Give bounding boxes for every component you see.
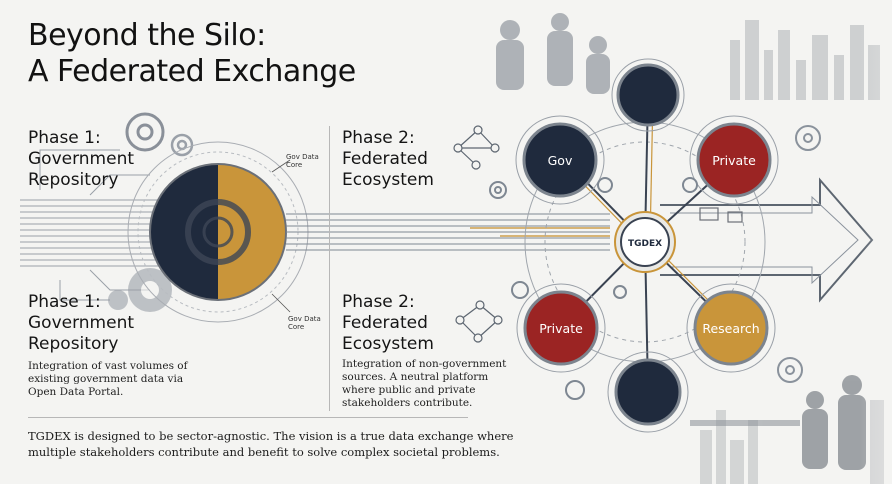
- phase2-description: Integration of non-government sources. A…: [342, 358, 506, 410]
- phase2-desc-line2: sources. A neutral platform: [342, 371, 489, 383]
- gov-core-label-top-line2: Core: [286, 161, 303, 169]
- gov-core-label-top: Gov Data Core: [286, 153, 319, 169]
- people-silhouette-top: [496, 13, 610, 94]
- footer-line2: multiple stakeholders contribute and ben…: [28, 445, 500, 459]
- data-flow-lines: [286, 213, 610, 251]
- phase2-header-line1: Phase 2:: [342, 128, 415, 148]
- phase2-detail-line1: Phase 2:: [342, 292, 415, 312]
- footer-text: TGDEX is designed to be sector-agnostic.…: [28, 428, 513, 460]
- phase1-header-line2: Government: [28, 149, 135, 169]
- people-silhouette-bottom: [690, 375, 866, 470]
- footer-line1: TGDEX is designed to be sector-agnostic.…: [28, 429, 514, 443]
- node-private-bottom-label: Private: [539, 321, 583, 336]
- tgdex-hub: [614, 211, 676, 273]
- gov-core-label-bottom-line2: Core: [288, 323, 305, 331]
- gov-core-label-top-line1: Gov Data: [286, 153, 319, 161]
- gov-core-leader-top: [271, 159, 291, 173]
- node-gov: [515, 115, 605, 205]
- gear-icon-mid: [489, 177, 698, 400]
- title-line-2: A Federated Exchange: [28, 54, 356, 89]
- phase2-header-line2: Federated: [342, 149, 428, 169]
- node-gov-label: Gov: [548, 153, 573, 168]
- phase2-header: Phase 2: Federated Ecosystem: [342, 128, 434, 191]
- phase1-detail-heading: Phase 1: Government Repository: [28, 292, 134, 355]
- node-research-label: Research: [702, 321, 759, 336]
- network-icon: [453, 125, 500, 170]
- phase2-desc-line1: Integration of non-government: [342, 358, 507, 370]
- title-line-1: Beyond the Silo:: [28, 18, 266, 53]
- hub-label: TGDEX: [628, 239, 662, 249]
- phase1-desc-line3: Open Data Portal.: [28, 386, 124, 398]
- node-bottom-navy: [607, 351, 689, 433]
- database-icon: [699, 207, 719, 221]
- phase2-desc-line4: stakeholders contribute.: [342, 397, 473, 409]
- phase2-header-line3: Ecosystem: [342, 170, 434, 190]
- phase1-desc-line1: Integration of vast volumes of: [28, 360, 188, 372]
- phase1-description: Integration of vast volumes of existing …: [28, 360, 188, 399]
- node-top-navy: [611, 58, 685, 132]
- data-flow-gold: [470, 227, 610, 237]
- node-private-top: [689, 115, 779, 205]
- gov-core-label-bottom-line1: Gov Data: [288, 315, 321, 323]
- section-divider-vertical: [329, 126, 330, 411]
- phase1-detail-line1: Phase 1:: [28, 292, 101, 312]
- network-icon-lower: [455, 300, 503, 343]
- phase2-detail-heading: Phase 2: Federated Ecosystem: [342, 292, 434, 355]
- city-skyline-top: [730, 20, 880, 100]
- circuit-lines-left: [20, 149, 160, 301]
- phase1-desc-line2: existing government data via: [28, 373, 184, 385]
- node-private-top-label: Private: [712, 153, 756, 168]
- node-research: [686, 283, 776, 373]
- phase1-detail-line2: Government: [28, 313, 135, 333]
- phase1-header-line3: Repository: [28, 170, 119, 190]
- gear-icon-left-small: [170, 133, 194, 157]
- document-icon: [727, 211, 743, 223]
- gear-icon-left-bottom: [108, 268, 172, 312]
- phase2-detail-line3: Ecosystem: [342, 334, 434, 354]
- gov-core-leader-bottom: [271, 293, 291, 313]
- section-divider-horizontal: [28, 417, 468, 418]
- gear-icon-right: [777, 125, 821, 383]
- phase1-detail-line3: Repository: [28, 334, 119, 354]
- phase2-detail-line2: Federated: [342, 313, 428, 333]
- node-private-bottom: [516, 283, 606, 373]
- phase1-header-line1: Phase 1:: [28, 128, 101, 148]
- page-title: Beyond the Silo: A Federated Exchange: [28, 18, 356, 90]
- gov-core-label-bottom: Gov Data Core: [288, 315, 321, 331]
- phase1-header: Phase 1: Government Repository: [28, 128, 134, 191]
- gear-icon-left-large: [125, 112, 165, 152]
- phase2-desc-line3: where public and private: [342, 384, 476, 396]
